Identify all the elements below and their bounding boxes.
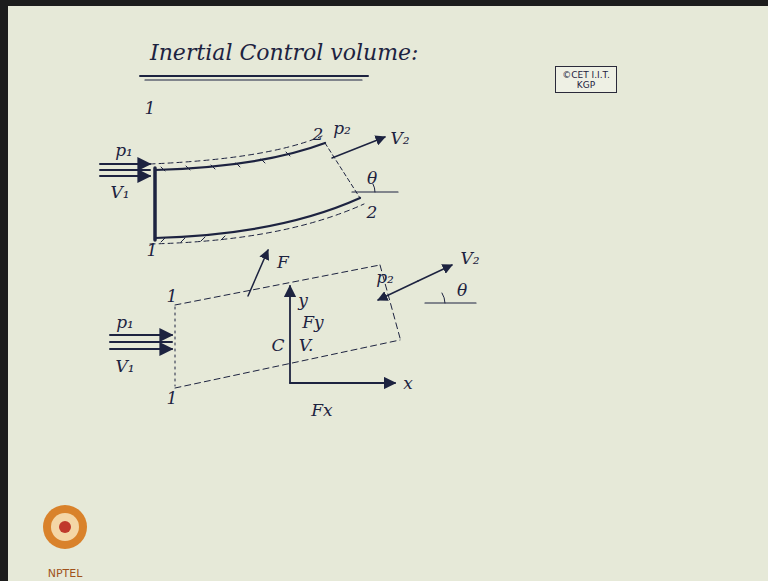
drawn-path (155, 198, 360, 238)
symbol-label: 1 (167, 288, 178, 305)
symbol-label: p₂ (333, 120, 351, 137)
drawn-line (425, 302, 476, 303)
drawn-line (100, 175, 150, 177)
title-underline (140, 76, 368, 80)
drawn-circle (43, 505, 87, 549)
drawn-line (175, 340, 400, 388)
drawn-path (150, 204, 364, 244)
drawn-path (150, 136, 322, 164)
inlet-flow-arrows (100, 137, 398, 296)
symbol-label: p₂ (376, 269, 394, 286)
drawn-line (110, 348, 172, 350)
drawn-path (161, 152, 290, 171)
symbol-label: V₁ (115, 358, 134, 375)
logo-box: ©CET I.I.T. KGP (555, 66, 617, 93)
symbol-label: V. (299, 337, 314, 354)
drawn-line (145, 79, 362, 80)
symbol-label: 1 (147, 242, 158, 259)
drawn-path (442, 293, 445, 303)
symbol-label: x (403, 375, 413, 392)
symbol-label: 2 (367, 204, 378, 221)
logo-label: NPTEL (48, 568, 83, 579)
drawn-line (153, 168, 157, 240)
drawn-line (290, 382, 395, 384)
drawn-line (110, 341, 172, 343)
drawn-line (325, 143, 360, 198)
symbol-label: p₁ (115, 142, 133, 159)
drawn-line (100, 163, 150, 165)
drawn-line (140, 75, 368, 77)
bent-pipe (150, 136, 364, 244)
drawn-line (418, 265, 452, 281)
logo-text: ©CET I.I.T. KGP (561, 70, 611, 91)
symbol-label: 2 (313, 126, 324, 143)
drawn-line (289, 286, 291, 383)
symbol-label: F (277, 254, 289, 271)
symbol-label: V₂ (460, 250, 479, 267)
control-volume (110, 265, 476, 388)
drawn-line (332, 137, 385, 158)
axes (290, 286, 395, 383)
symbol-label: V₂ (390, 130, 409, 147)
drawn-circle (51, 513, 79, 541)
symbol-label: V₁ (110, 184, 129, 201)
symbol-label: C (271, 337, 284, 354)
symbol-label: p₁ (116, 314, 134, 331)
symbol-label: 1 (145, 100, 156, 117)
drawn-line (110, 334, 172, 336)
drawn-line (175, 265, 380, 305)
symbol-label: 1 (167, 390, 178, 407)
symbol-label: θ (367, 170, 377, 187)
symbol-label: θ (457, 282, 467, 299)
slide-title: Inertial Control volume: (150, 40, 418, 65)
drawn-path (161, 236, 225, 242)
drawn-line (175, 307, 176, 386)
symbol-label: Fx (311, 402, 332, 419)
drawn-circle (59, 521, 71, 533)
symbol-label: Fy (302, 314, 323, 331)
nptel-logo (43, 505, 87, 549)
drawn-line (100, 169, 150, 171)
symbol-label: y (298, 292, 308, 309)
